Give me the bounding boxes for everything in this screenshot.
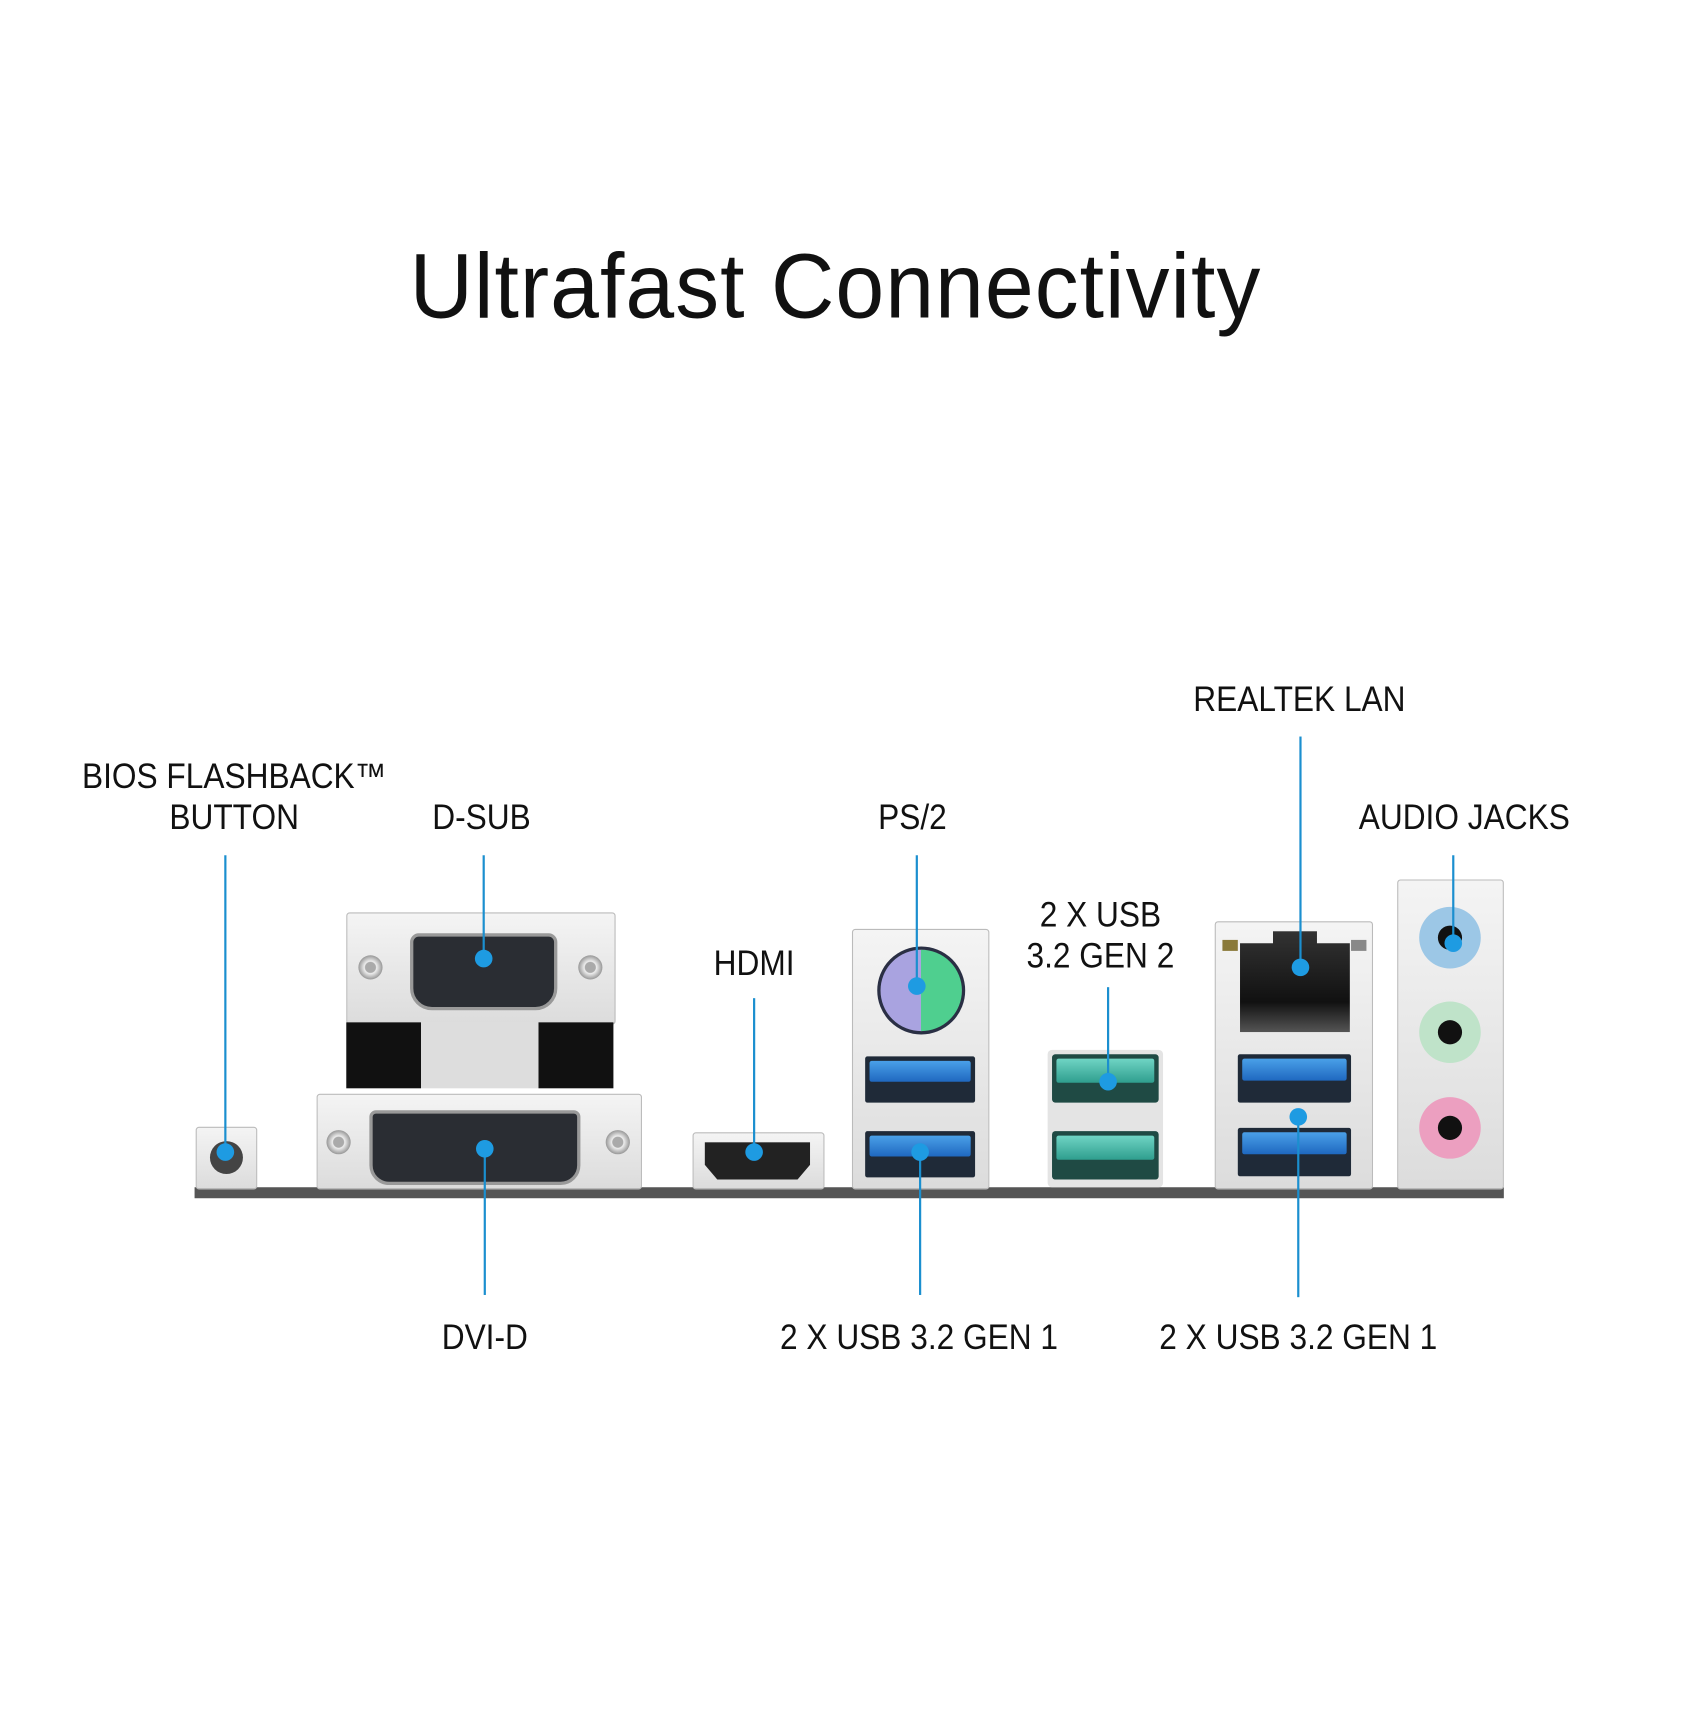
hdmi-port bbox=[692, 1132, 825, 1190]
usb-gen2-stack bbox=[1047, 1049, 1164, 1188]
audio-jack-stack bbox=[1397, 879, 1504, 1190]
callout-dot bbox=[1444, 934, 1463, 952]
usb-port bbox=[865, 1056, 976, 1103]
label-dsub: D-SUB bbox=[432, 796, 531, 837]
callout-line bbox=[919, 1152, 922, 1295]
label-ps2: PS/2 bbox=[878, 796, 947, 837]
callout-line bbox=[1106, 987, 1110, 1082]
label-bios-flashback: BIOS FLASHBACK™ bbox=[81, 756, 387, 796]
dsub-bracket bbox=[346, 1022, 614, 1089]
callout-line bbox=[483, 1148, 486, 1295]
callout-dot bbox=[216, 1143, 235, 1161]
usb-port bbox=[1237, 1054, 1352, 1103]
callout-dot bbox=[908, 977, 926, 995]
dvi-d-port bbox=[316, 1093, 642, 1190]
label-bios-button: BUTTON bbox=[169, 796, 299, 837]
io-shield-base bbox=[194, 1187, 1504, 1199]
dsub-port bbox=[346, 912, 616, 1025]
callout-line bbox=[1452, 855, 1455, 944]
audio-jack-mic bbox=[1419, 1097, 1481, 1159]
page-title: Ultrafast Connectivity bbox=[409, 234, 1262, 338]
callout-line bbox=[482, 855, 485, 959]
callout-dot bbox=[1289, 1108, 1308, 1126]
label-realtek-lan: REALTEK LAN bbox=[1193, 679, 1406, 719]
label-usb-gen1-right: 2 X USB 3.2 GEN 1 bbox=[1159, 1316, 1438, 1357]
rj45-port bbox=[1240, 931, 1350, 1033]
callout-line bbox=[1299, 736, 1302, 968]
callout-dot bbox=[1291, 958, 1310, 977]
callout-line bbox=[753, 998, 756, 1153]
callout-dot bbox=[475, 1139, 494, 1158]
label-usb-gen2-line2: 3.2 GEN 2 bbox=[1026, 935, 1175, 976]
label-dvi-d: DVI-D bbox=[441, 1316, 528, 1357]
callout-line bbox=[1297, 1116, 1300, 1298]
label-hdmi: HDMI bbox=[713, 943, 795, 983]
label-usb-gen1-left: 2 X USB 3.2 GEN 1 bbox=[780, 1316, 1059, 1357]
callout-dot bbox=[1099, 1072, 1117, 1091]
callout-line bbox=[224, 855, 227, 1153]
usb-gen2-port bbox=[1052, 1131, 1159, 1180]
audio-jack-line-out bbox=[1419, 1001, 1481, 1064]
usb-port bbox=[1237, 1127, 1352, 1177]
label-audio-jacks: AUDIO JACKS bbox=[1358, 796, 1570, 837]
callout-dot bbox=[911, 1143, 929, 1161]
callout-line bbox=[915, 855, 918, 987]
label-usb-gen2-line1: 2 X USB bbox=[1039, 894, 1162, 935]
callout-dot bbox=[745, 1143, 763, 1161]
callout-dot bbox=[474, 949, 493, 968]
